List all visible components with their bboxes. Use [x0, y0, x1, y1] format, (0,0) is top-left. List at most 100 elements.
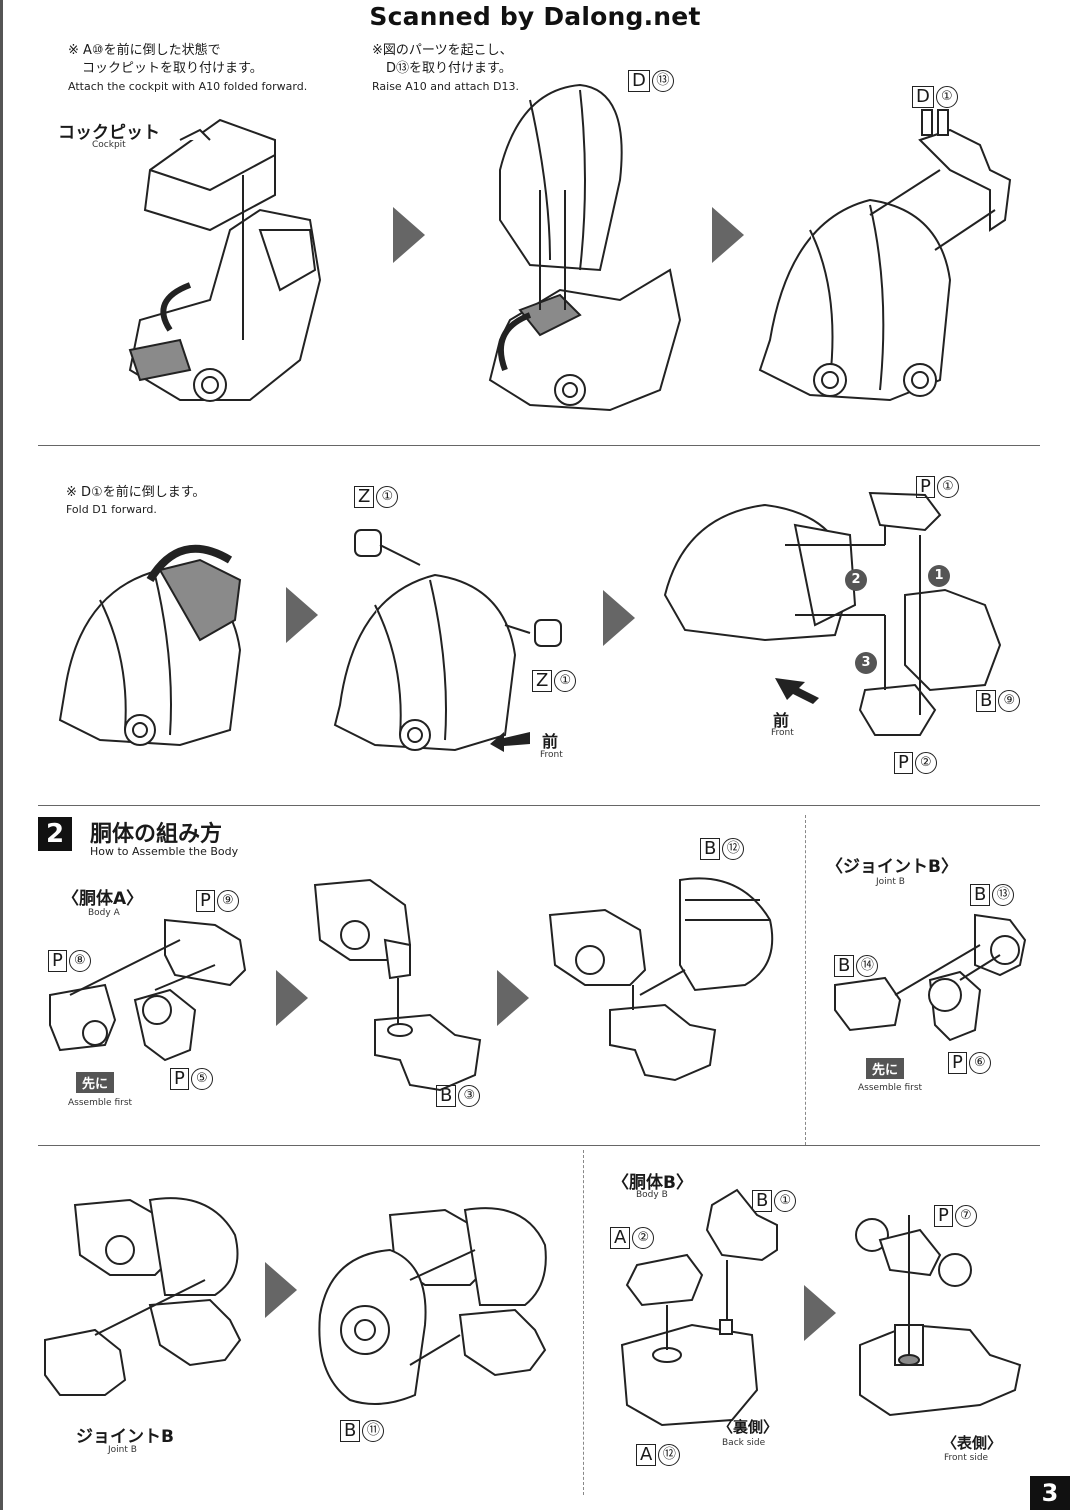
front-label-en: Front — [771, 728, 794, 738]
body-a-b12-illustration — [548, 877, 774, 1082]
part-letter: D — [912, 86, 934, 108]
part-number: ⑦ — [954, 1205, 977, 1227]
part-letter: B — [700, 838, 721, 860]
cockpit-assembly-illustration — [128, 118, 322, 402]
part-letter: P — [196, 890, 215, 912]
step-arrow — [265, 1262, 297, 1318]
part-number: ① — [774, 1190, 797, 1212]
front-side-caption-en: Front side — [944, 1453, 989, 1463]
joint-b-caption-row4-en: Joint B — [108, 1445, 137, 1455]
part-letter: Z — [532, 670, 553, 692]
attach-p7-illustration — [855, 1215, 1022, 1417]
step-arrow — [603, 590, 635, 646]
part-number: ⑬ — [992, 884, 1015, 906]
page-edge — [0, 0, 3, 1510]
part-letter: P — [170, 1068, 189, 1090]
part-number: ⑨ — [216, 890, 239, 912]
section-divider-dashed — [805, 815, 806, 1145]
part-number: ③ — [458, 1085, 481, 1107]
page-number: 3 — [1030, 1476, 1070, 1510]
part-letter: P — [916, 476, 935, 498]
assemble-first-en: Assemble first — [68, 1098, 133, 1108]
step-arrow — [286, 587, 318, 643]
attach-b11-illustration — [318, 1207, 547, 1405]
note2-en: Raise A10 and attach D13. — [372, 80, 519, 93]
step-arrow — [804, 1285, 836, 1341]
cockpit-caption: コックピット — [58, 123, 160, 143]
step-arrow — [712, 207, 744, 263]
assemble-first-badge: 先に — [866, 1058, 905, 1079]
body-b-caption-en: Body B — [636, 1190, 668, 1200]
part-number: ⑥ — [968, 1052, 991, 1074]
part-number: ② — [632, 1227, 655, 1249]
front-arrow-icon — [775, 678, 819, 704]
part-number: ① — [376, 486, 399, 508]
row-divider — [38, 805, 1040, 806]
cockpit-attach-d1-illustration — [758, 109, 1012, 402]
section-divider-dashed — [583, 1150, 584, 1495]
joint-b-parts-illustration — [834, 913, 1027, 1042]
front-label-en: Front — [540, 750, 563, 760]
note-fold-jp: ※ D①を前に倒します。 — [66, 485, 206, 500]
note-fold-en: Fold D1 forward. — [66, 503, 157, 516]
assemble-first-en: Assemble first — [858, 1083, 923, 1093]
body-a-caption-en: Body A — [88, 908, 120, 918]
body-a-joint-illustration — [313, 878, 482, 1092]
part-letter: P — [948, 1052, 967, 1074]
joint-b-caption: 〈ジョイントB〉 — [826, 857, 958, 877]
joint-b-caption-en: Joint B — [876, 877, 905, 887]
part-letter: P — [48, 950, 67, 972]
part-number: ① — [935, 86, 958, 108]
part-letter: B — [834, 955, 855, 977]
step-arrow — [393, 207, 425, 263]
part-letter: B — [752, 1190, 773, 1212]
note1-en: Attach the cockpit with A10 folded forwa… — [68, 80, 308, 93]
part-number: ② — [914, 752, 937, 774]
fold-d1-illustration — [58, 544, 242, 747]
part-letter: B — [340, 1420, 361, 1442]
note1-jp-line2: コックピットを取り付けます。 — [82, 61, 263, 76]
body-a-joint-b-illustration — [44, 1197, 242, 1396]
cockpit-caption-en: Cockpit — [92, 140, 126, 150]
step-arrow — [276, 970, 308, 1026]
body-b-caption: 〈胴体B〉 — [612, 1173, 693, 1193]
step-arrow — [497, 970, 529, 1026]
front-side-caption: 〈表側〉 — [942, 1434, 1003, 1452]
front-arrow-icon — [490, 728, 530, 752]
part-number: ⑫ — [722, 838, 745, 860]
back-side-caption-en: Back side — [722, 1438, 766, 1448]
note1-jp-line1: ※ A⑩を前に倒した状態で — [68, 43, 221, 58]
part-number: ⑧ — [68, 950, 91, 972]
row-divider — [38, 1145, 1040, 1146]
body-b-parts-illustration — [620, 1188, 778, 1427]
row-divider — [38, 445, 1040, 446]
section-number: 2 — [38, 817, 72, 851]
attach-p1-p2-b9-illustration — [663, 491, 1002, 736]
step-number-3: 3 — [855, 652, 877, 674]
joint-b-caption-row4: ジョイントB — [76, 1427, 174, 1447]
cockpit-cover-illustration — [488, 83, 682, 412]
attach-z1-illustration — [333, 529, 562, 752]
back-side-caption: 〈裏側〉 — [718, 1418, 779, 1436]
part-number: ⑭ — [856, 955, 879, 977]
part-letter: B — [970, 884, 991, 906]
section-title-en: How to Assemble the Body — [90, 845, 239, 858]
part-letter: A — [610, 1227, 631, 1249]
body-a-caption: 〈胴体A〉 — [62, 889, 144, 909]
part-number: ① — [554, 670, 577, 692]
